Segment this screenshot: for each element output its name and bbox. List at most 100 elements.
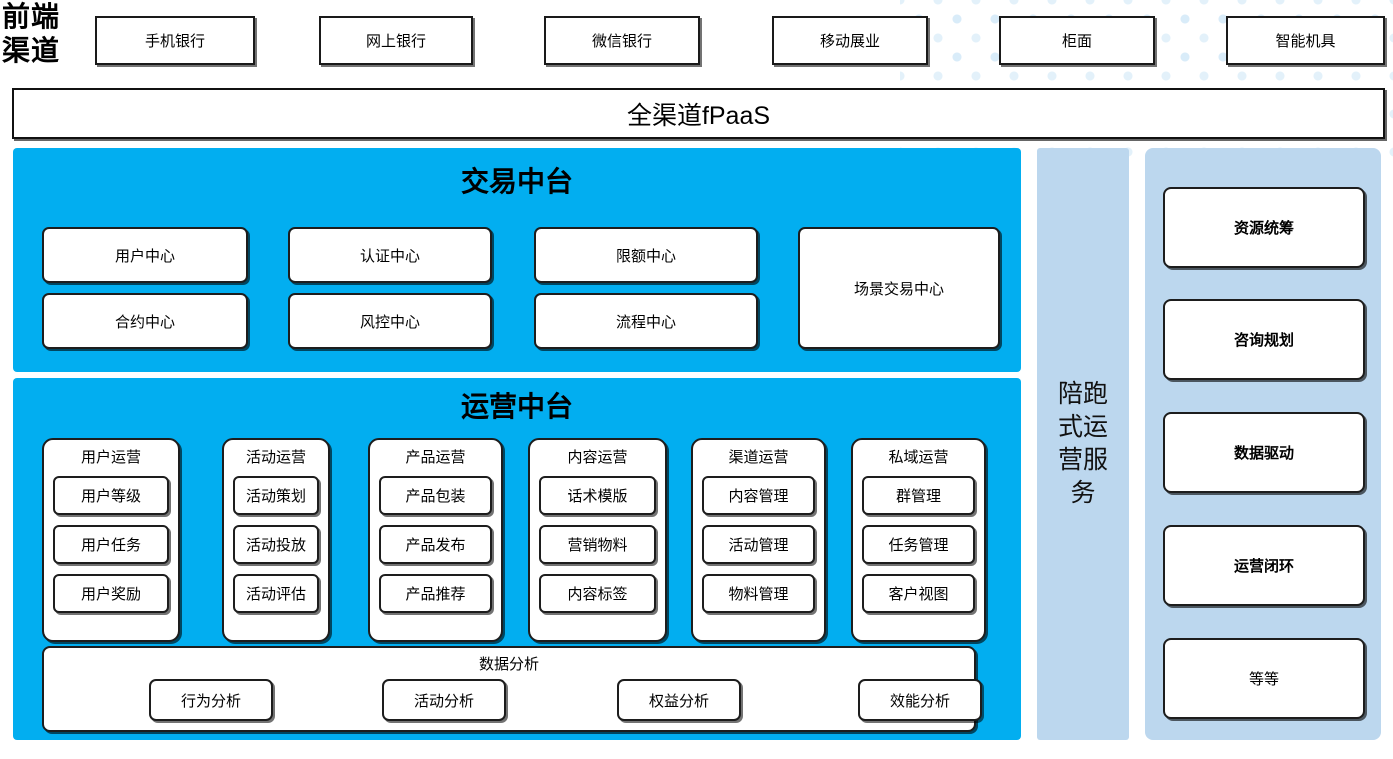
operation-item[interactable]: 活动策划 <box>233 476 319 515</box>
operation-item-label: 活动管理 <box>728 537 789 554</box>
data-analysis-item-2[interactable]: 活动分析 <box>382 679 506 721</box>
operation-item-label: 营销物料 <box>567 537 628 554</box>
operation-item[interactable]: 用户任务 <box>53 525 169 564</box>
fpaas-label: 全渠道fPaaS <box>626 101 771 130</box>
channel-box-5[interactable]: 柜面 <box>999 16 1155 65</box>
data-analysis-item-3[interactable]: 权益分析 <box>617 679 741 721</box>
service-item-label: 数据驱动 <box>1233 445 1294 462</box>
operation-item[interactable]: 物料管理 <box>702 574 815 613</box>
transaction-center-box-4[interactable]: 合约中心 <box>42 293 248 349</box>
transaction-center-box-1[interactable]: 用户中心 <box>42 227 248 283</box>
operation-column-title: 用户运营 <box>80 449 141 466</box>
operation-column-1: 用户运营用户等级用户任务用户奖励 <box>42 438 180 642</box>
operation-item-label: 产品包装 <box>405 488 466 505</box>
operation-column-title: 渠道运营 <box>728 449 789 466</box>
operation-item[interactable]: 活动投放 <box>233 525 319 564</box>
omnichannel-fpaas-bar[interactable]: 全渠道fPaaS <box>12 88 1385 139</box>
service-item-label: 运营闭环 <box>1233 558 1294 575</box>
transaction-center-box-5[interactable]: 风控中心 <box>288 293 492 349</box>
data-analysis-group: 数据分析 行为分析 活动分析 权益分析 效能分析 <box>42 646 982 732</box>
channel-box-label: 柜面 <box>1061 33 1092 50</box>
data-analysis-item-label: 活动分析 <box>413 692 474 710</box>
operation-column-3: 产品运营产品包装产品发布产品推荐 <box>368 438 503 642</box>
operation-column-5: 渠道运营内容管理活动管理物料管理 <box>691 438 826 642</box>
transaction-center-box-2[interactable]: 认证中心 <box>288 227 492 283</box>
operation-item[interactable]: 用户等级 <box>53 476 169 515</box>
operation-item[interactable]: 客户视图 <box>862 574 975 613</box>
operation-column-title: 私域运营 <box>888 449 949 466</box>
transaction-center-label: 用户中心 <box>114 247 175 265</box>
data-analysis-item-1[interactable]: 行为分析 <box>149 679 273 721</box>
channel-box-label: 手机银行 <box>144 33 205 50</box>
operation-item[interactable]: 话术模版 <box>539 476 656 515</box>
operation-item-label: 任务管理 <box>888 537 949 554</box>
operation-column-2: 活动运营活动策划活动投放活动评估 <box>222 438 330 642</box>
operation-item-label: 产品发布 <box>405 537 466 554</box>
service-item-label: 资源统筹 <box>1233 220 1294 237</box>
accompany-service-label: 陪跑式运营服务 <box>1057 380 1108 507</box>
transaction-center-box-7[interactable]: 场景交易中心 <box>798 227 1000 349</box>
channel-box-label: 网上银行 <box>365 33 426 50</box>
operation-column-title: 产品运营 <box>405 449 466 466</box>
service-panel: 资源统筹咨询规划数据驱动运营闭环等等 <box>1145 148 1381 740</box>
channel-box-label: 移动展业 <box>819 33 880 50</box>
operation-column-4: 内容运营话术模版营销物料内容标签 <box>528 438 667 642</box>
transaction-center-box-6[interactable]: 流程中心 <box>534 293 758 349</box>
transaction-platform-title: 交易中台 <box>460 166 573 197</box>
operation-item[interactable]: 活动评估 <box>233 574 319 613</box>
service-item-3[interactable]: 数据驱动 <box>1163 412 1365 493</box>
operation-item-label: 活动评估 <box>245 586 306 603</box>
channel-box-2[interactable]: 网上银行 <box>319 16 473 65</box>
service-item-label: 咨询规划 <box>1233 332 1294 349</box>
operation-item[interactable]: 任务管理 <box>862 525 975 564</box>
operation-item-label: 群管理 <box>895 488 941 505</box>
channel-box-3[interactable]: 微信银行 <box>544 16 700 65</box>
operation-item[interactable]: 营销物料 <box>539 525 656 564</box>
operation-item-label: 产品推荐 <box>405 586 466 603</box>
data-analysis-title: 数据分析 <box>478 656 539 673</box>
transaction-center-label: 风控中心 <box>359 313 420 331</box>
channel-box-label: 微信银行 <box>591 33 652 50</box>
transaction-center-label: 合约中心 <box>114 313 175 331</box>
operation-platform-title: 运营中台 <box>460 391 573 422</box>
transaction-center-label: 流程中心 <box>615 313 676 331</box>
transaction-center-box-3[interactable]: 限额中心 <box>534 227 758 283</box>
data-analysis-item-4[interactable]: 效能分析 <box>858 679 982 721</box>
channel-box-4[interactable]: 移动展业 <box>772 16 928 65</box>
operation-item[interactable]: 活动管理 <box>702 525 815 564</box>
service-item-4[interactable]: 运营闭环 <box>1163 525 1365 606</box>
service-item-2[interactable]: 咨询规划 <box>1163 299 1365 380</box>
operation-item-label: 用户等级 <box>80 488 141 505</box>
operation-item-label: 内容标签 <box>567 586 628 603</box>
operation-item[interactable]: 内容管理 <box>702 476 815 515</box>
front-channel-label: 前端渠道 <box>2 2 61 67</box>
service-item-1[interactable]: 资源统筹 <box>1163 187 1365 268</box>
channel-box-label: 智能机具 <box>1275 33 1336 50</box>
channel-box-6[interactable]: 智能机具 <box>1226 16 1385 65</box>
service-item-label: 等等 <box>1248 671 1279 688</box>
operation-item-label: 活动策划 <box>245 488 306 505</box>
channel-box-1[interactable]: 手机银行 <box>95 16 255 65</box>
operation-column-title: 活动运营 <box>245 449 306 466</box>
operation-item-label: 内容管理 <box>728 488 789 505</box>
operation-item[interactable]: 用户奖励 <box>53 574 169 613</box>
service-item-5[interactable]: 等等 <box>1163 638 1365 719</box>
operation-item[interactable]: 产品包装 <box>379 476 492 515</box>
operation-item[interactable]: 产品推荐 <box>379 574 492 613</box>
operation-item-label: 用户奖励 <box>80 586 141 603</box>
accompany-service-panel: 陪跑式运营服务 <box>1037 148 1129 740</box>
data-analysis-item-label: 权益分析 <box>648 692 709 710</box>
operation-column-title: 内容运营 <box>567 449 628 466</box>
operation-item[interactable]: 群管理 <box>862 476 975 515</box>
transaction-center-label: 场景交易中心 <box>853 280 944 298</box>
transaction-center-label: 限额中心 <box>615 247 676 265</box>
operation-item-label: 客户视图 <box>888 586 949 603</box>
operation-item[interactable]: 内容标签 <box>539 574 656 613</box>
data-analysis-item-label: 行为分析 <box>180 692 241 710</box>
operation-item-label: 话术模版 <box>567 488 628 505</box>
data-analysis-item-label: 效能分析 <box>889 692 950 710</box>
operation-column-6: 私域运营群管理任务管理客户视图 <box>851 438 986 642</box>
operation-item-label: 活动投放 <box>245 537 306 554</box>
operation-item-label: 物料管理 <box>728 586 789 603</box>
operation-item[interactable]: 产品发布 <box>379 525 492 564</box>
